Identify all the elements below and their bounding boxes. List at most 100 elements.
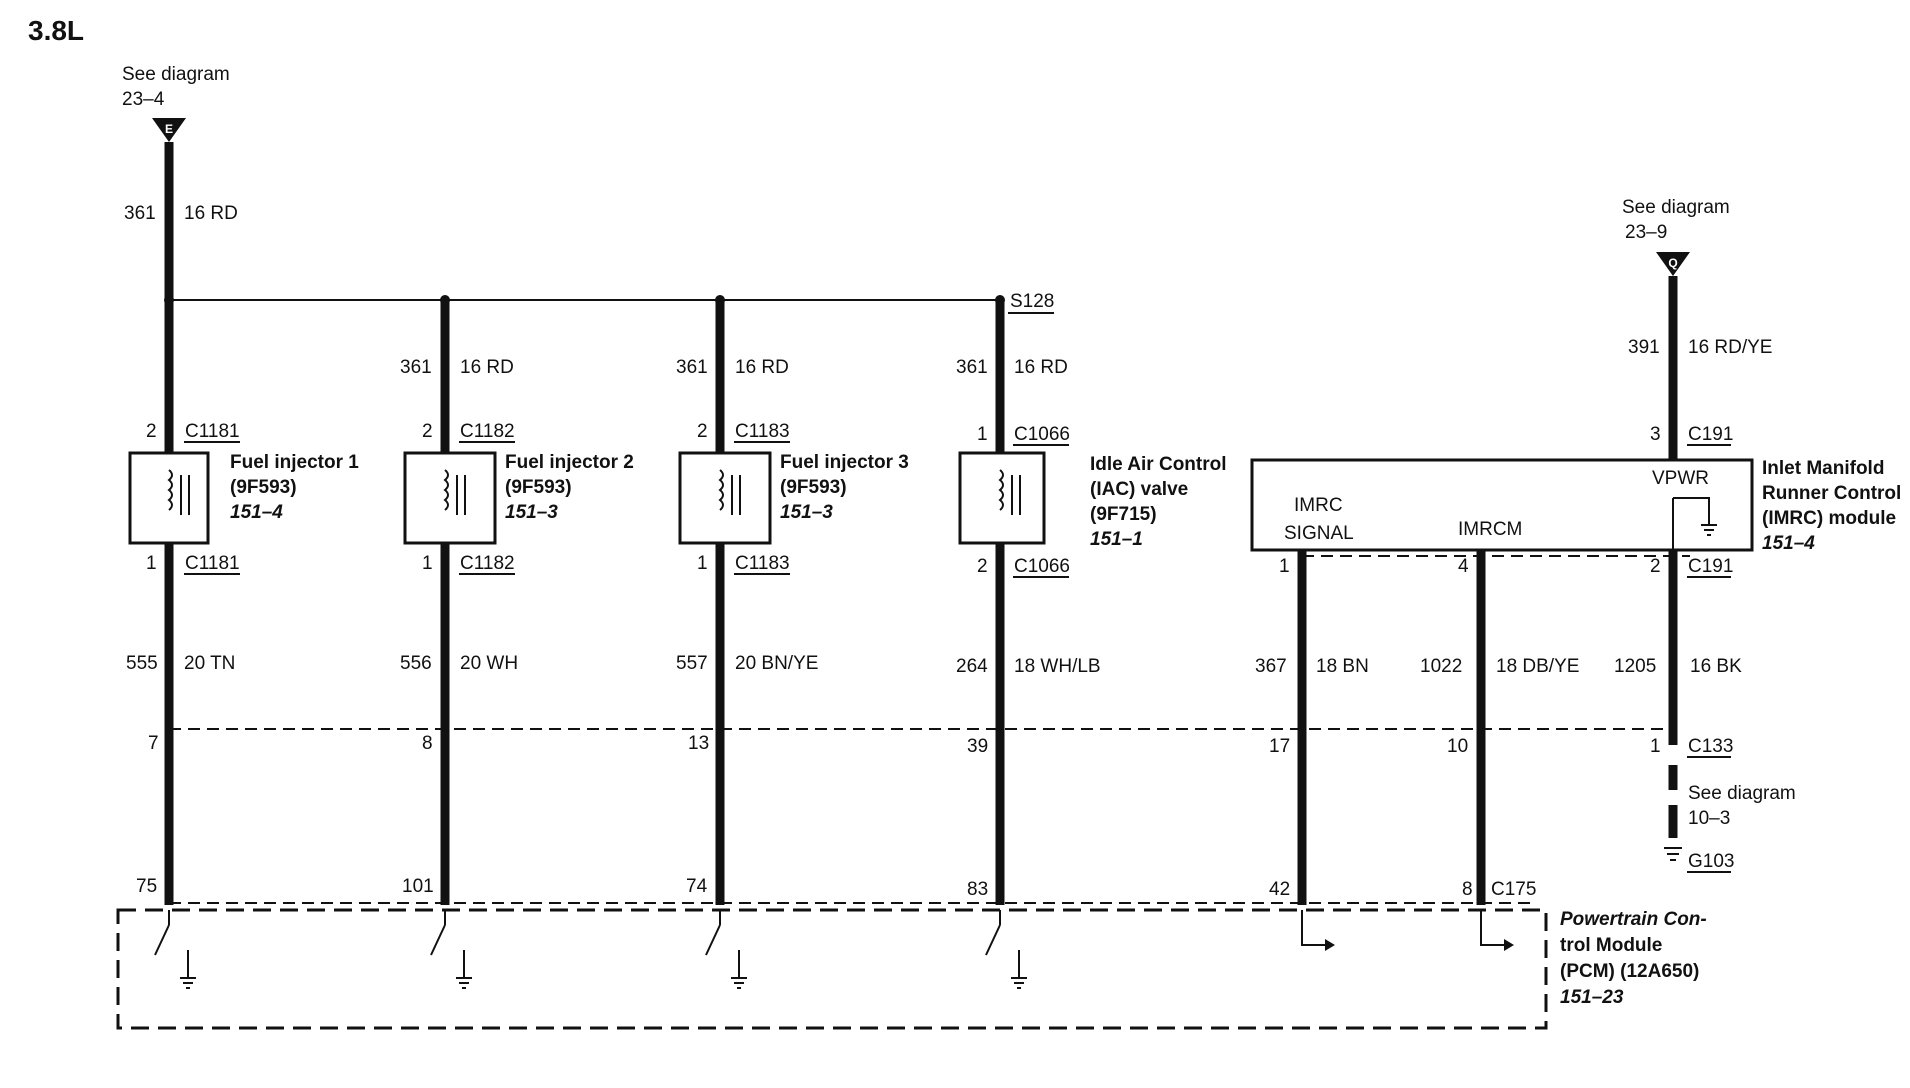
ground-ref-page: 10–3 [1688, 808, 1730, 829]
c4-part: (9F715) [1090, 504, 1157, 525]
c1-name: Fuel injector 1 [230, 452, 359, 473]
c4-top-pin: 1 [977, 424, 988, 445]
pcm-name-line-2: trol Module [1560, 935, 1662, 956]
imrc-feed-pin: 3 [1650, 424, 1661, 445]
c1-bot-pin: 1 [146, 553, 157, 574]
imrc-out2-pin: 4 [1458, 556, 1469, 577]
c2-ref: 151–3 [505, 502, 558, 523]
c2-upper-color: 16 RD [460, 357, 514, 378]
imrc-out3-conn: C191 [1688, 556, 1733, 577]
pcm-name-line-1: Powertrain Con- [1560, 909, 1707, 930]
c4-ref: 151–1 [1090, 529, 1143, 550]
imrc-name-line-1: Inlet Manifold [1762, 458, 1884, 479]
imrc-name-line-3: (IMRC) module [1762, 508, 1896, 529]
pcm-switch-1 [154, 910, 196, 989]
c4-c133-pin: 39 [967, 736, 988, 757]
c4-name-line-1: Idle Air Control [1090, 454, 1227, 475]
imrc-signal-line-1: IMRC [1294, 495, 1343, 516]
main-feed-circuit: 361 [124, 203, 156, 224]
pcm-input-arrow-1 [1301, 910, 1335, 951]
c4-upper-color: 16 RD [1014, 357, 1068, 378]
imrc-out2-c133-pin: 10 [1447, 736, 1468, 757]
c3-bot-pin: 1 [697, 553, 708, 574]
top-ref-text: See diagram [122, 64, 230, 85]
imrc-module-box [1250, 458, 1754, 552]
c4-bot-conn: C1066 [1014, 556, 1070, 577]
pcm-switch-2 [430, 910, 472, 989]
c2-top-pin: 2 [422, 421, 433, 442]
pcm-conn-label: C175 [1491, 879, 1536, 900]
c3-top-pin: 2 [697, 421, 708, 442]
c4-upper-circuit: 361 [956, 357, 988, 378]
imrc-vpwr-ground-lead [1673, 497, 1710, 525]
c3-upper-color: 16 RD [735, 357, 789, 378]
c3-lower-color: 20 BN/YE [735, 653, 818, 674]
c4-lower-color: 18 WH/LB [1014, 656, 1101, 677]
imrc-out1-pin: 1 [1279, 556, 1290, 577]
connector-e-symbol [152, 118, 186, 142]
connector-e-label: E [165, 122, 173, 136]
imrc-out3-circuit: 1205 [1614, 656, 1656, 677]
imrc-out1-pcm-pin: 42 [1269, 879, 1290, 900]
splice-label: S128 [1010, 291, 1054, 312]
c1-lower-circuit: 555 [126, 653, 158, 674]
c1-lower-color: 20 TN [184, 653, 235, 674]
c3-lower-circuit: 557 [676, 653, 708, 674]
imrc-ref: 151–4 [1762, 533, 1815, 554]
c2-pcm-pin: 101 [402, 876, 434, 897]
engine-title: 3.8L [28, 15, 84, 46]
c4-pcm-pin: 83 [967, 879, 988, 900]
c3-name: Fuel injector 3 [780, 452, 909, 473]
c3-pcm-pin: 74 [686, 876, 708, 897]
c1-pcm-pin: 75 [136, 876, 157, 897]
imrc-out3-pin: 2 [1650, 556, 1661, 577]
fuel-injector-1-box [128, 451, 210, 545]
ground-ref-text: See diagram [1688, 783, 1796, 804]
c2-c133-pin: 8 [422, 733, 433, 754]
c3-upper-circuit: 361 [676, 357, 708, 378]
c4-bot-pin: 2 [977, 556, 988, 577]
c1-bot-conn: C1181 [185, 553, 240, 574]
fuel-injector-2-box [403, 451, 497, 545]
c3-ref: 151–3 [780, 502, 833, 523]
imrc-vpwr-label: VPWR [1652, 468, 1709, 489]
pcm-name-line-3: (PCM) (12A650) [1560, 961, 1699, 982]
pcm-ref: 151–23 [1560, 987, 1624, 1008]
imrc-out1-circuit: 367 [1255, 656, 1287, 677]
c2-upper-circuit: 361 [400, 357, 432, 378]
c4-name-line-2: (IAC) valve [1090, 479, 1188, 500]
imrc-imrcm-label: IMRCM [1458, 519, 1522, 540]
main-feed-color: 16 RD [184, 203, 238, 224]
c2-lower-circuit: 556 [400, 653, 432, 674]
c3-top-conn: C1183 [735, 421, 790, 442]
c2-lower-color: 20 WH [460, 653, 518, 674]
fuel-injector-3-box [678, 451, 772, 545]
c2-coil-icon [443, 469, 449, 511]
pcm-switch-4 [985, 910, 1027, 989]
imrc-feed-color: 16 RD/YE [1688, 337, 1772, 358]
imrc-name-line-2: Runner Control [1762, 483, 1901, 504]
pcm-module-box [116, 908, 1548, 1030]
imrc-out2-pcm-pin: 8 [1462, 879, 1473, 900]
c2-top-conn: C1182 [460, 421, 515, 442]
c3-bot-conn: C1183 [735, 553, 790, 574]
c2-name: Fuel injector 2 [505, 452, 634, 473]
pcm-input-arrow-2 [1480, 910, 1514, 951]
c4-coil-icon [998, 469, 1004, 511]
c1-top-conn: C1181 [185, 421, 240, 442]
c3-coil-icon [718, 469, 724, 511]
c1-part: (9F593) [230, 477, 297, 498]
pcm-switch-3 [705, 910, 747, 989]
top-ref-page: 23–4 [122, 89, 165, 110]
imrc-out3-color: 16 BK [1690, 656, 1742, 677]
c4-top-conn: C1066 [1014, 424, 1070, 445]
c2-bot-conn: C1182 [460, 553, 515, 574]
c3-c133-pin: 13 [688, 733, 709, 754]
imrc-out1-c133-pin: 17 [1269, 736, 1290, 757]
c1-ref: 151–4 [230, 502, 283, 523]
right-ref-page: 23–9 [1625, 222, 1667, 243]
right-ref-text: See diagram [1622, 197, 1730, 218]
connector-q-label: Q [1668, 256, 1677, 270]
c1-coil-icon [167, 469, 173, 511]
